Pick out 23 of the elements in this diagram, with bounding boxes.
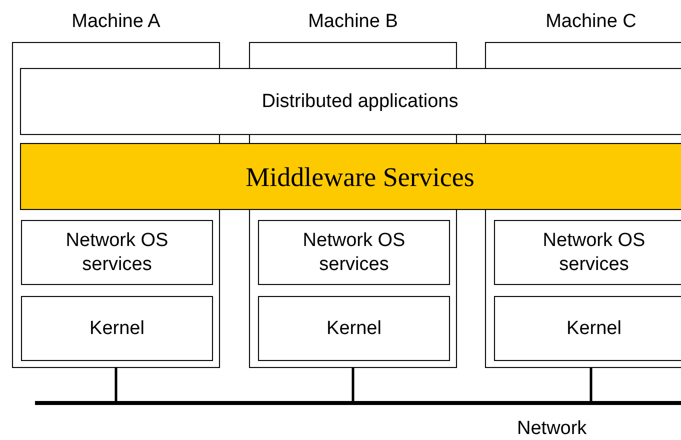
layer-box	[494, 296, 681, 361]
network-label: Network	[517, 418, 587, 440]
box-label: Kernel	[566, 316, 622, 340]
band-label: Middleware Services	[246, 162, 474, 192]
layer-box	[258, 220, 450, 285]
connector-line	[590, 368, 592, 401]
layer-box	[21, 296, 213, 361]
box-label: Kernel	[90, 316, 144, 340]
box-label: Network OS services	[542, 228, 646, 276]
machine-label: Machine B	[307, 11, 399, 33]
layer-box	[21, 220, 213, 285]
connector-line	[114, 368, 118, 401]
layer-box	[494, 220, 681, 285]
machine-label: Machine C	[544, 11, 638, 33]
box-label: Network OS services	[302, 228, 406, 276]
middleware-band	[20, 143, 681, 210]
box-label: Kernel	[326, 316, 382, 340]
box-label: Distributed applications	[262, 90, 458, 114]
application-layer-box	[20, 68, 681, 135]
layer-box	[258, 296, 450, 361]
connector-line	[352, 368, 354, 401]
machine-label: Machine A	[70, 11, 162, 33]
box-label: Network OS services	[64, 228, 170, 276]
